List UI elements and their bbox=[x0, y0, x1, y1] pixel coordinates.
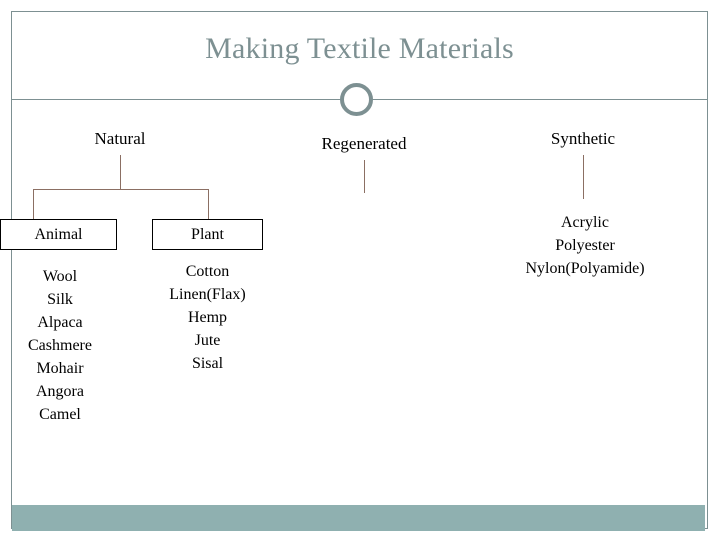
branch-label-synthetic: Synthetic bbox=[550, 129, 616, 148]
connector-natural-crossbar bbox=[33, 189, 208, 190]
connector-natural-leg-plant bbox=[208, 189, 209, 219]
connector-regenerated-stem bbox=[364, 160, 365, 193]
list-item: Nylon(Polyamide) bbox=[525, 260, 645, 277]
connector-synthetic-stem bbox=[583, 155, 584, 199]
list-item: Linen(Flax) bbox=[169, 286, 246, 303]
list-item: Alpaca bbox=[37, 314, 83, 331]
connector-natural-leg-animal bbox=[33, 189, 34, 219]
item-list-plant: Cotton Linen(Flax) Hemp Jute Sisal bbox=[150, 260, 265, 375]
list-item: Angora bbox=[36, 383, 84, 400]
item-list-animal: Wool Silk Alpaca Cashmere Mohair Angora … bbox=[0, 265, 120, 426]
list-item: Wool bbox=[42, 268, 78, 285]
list-item: Sisal bbox=[191, 355, 224, 372]
list-item: Polyester bbox=[555, 237, 615, 254]
category-box-plant: Plant bbox=[152, 219, 263, 250]
page-title: Making Textile Materials bbox=[205, 32, 514, 65]
category-box-animal: Animal bbox=[0, 219, 117, 250]
list-item: Mohair bbox=[36, 360, 84, 377]
ring-circle-icon bbox=[340, 83, 373, 116]
connector-natural-stem bbox=[120, 155, 121, 189]
branch-label-natural: Natural bbox=[94, 129, 146, 148]
list-item: Camel bbox=[39, 406, 81, 423]
bottom-accent-bar bbox=[12, 505, 705, 531]
item-list-synthetic: Acrylic Polyester Nylon(Polyamide) bbox=[500, 211, 670, 280]
slide-title-area: Making Textile Materials bbox=[12, 30, 707, 68]
list-item: Hemp bbox=[187, 309, 228, 326]
list-item: Cotton bbox=[185, 263, 230, 280]
list-item: Cashmere bbox=[28, 337, 92, 354]
branch-label-regenerated: Regenerated bbox=[321, 134, 407, 153]
list-item: Acrylic bbox=[561, 214, 609, 231]
list-item: Silk bbox=[47, 291, 73, 308]
list-item: Jute bbox=[194, 332, 221, 349]
